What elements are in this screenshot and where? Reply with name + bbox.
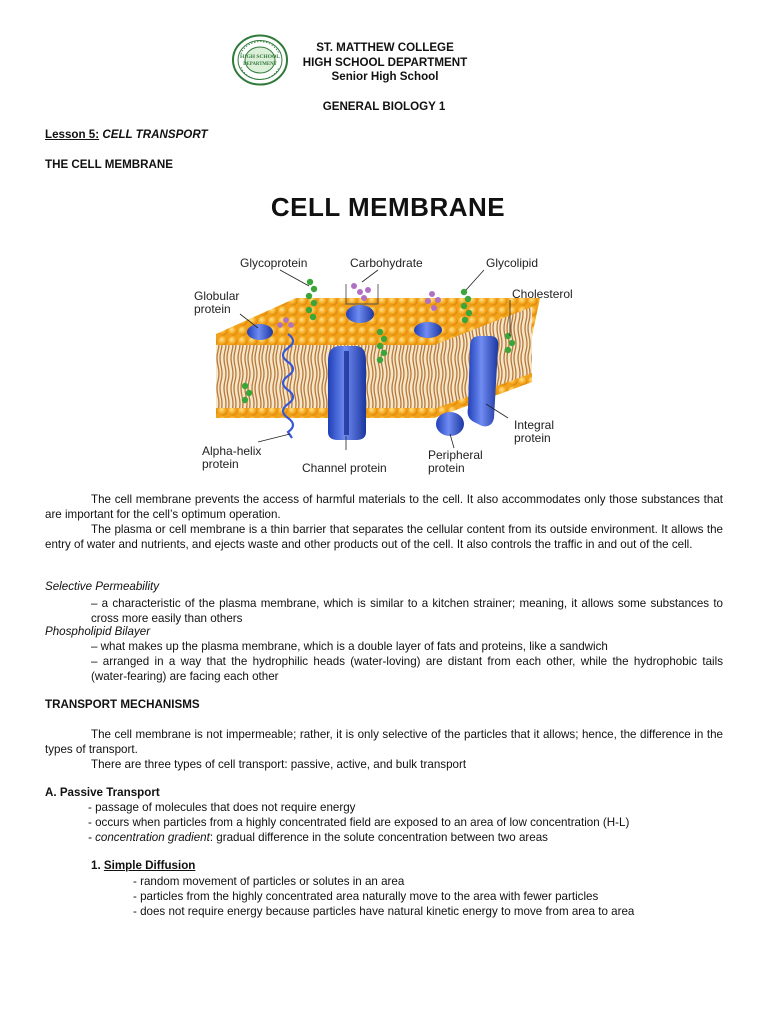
passive-transport-heading: A. Passive Transport xyxy=(45,786,160,799)
label-peripheral-protein: Peripheral protein xyxy=(428,448,483,475)
school-header: ST. MATTHEW COLLEGE HIGH SCHOOL DEPARTME… xyxy=(300,41,470,85)
school-seal: HIGH SCHOOL DEPARTMENT xyxy=(231,34,289,86)
label-cholesterol: Cholesterol xyxy=(512,287,573,301)
diffusion-bullet-1: - random movement of particles or solute… xyxy=(133,875,405,888)
label-glycoprotein: Glycoprotein xyxy=(240,256,308,270)
section-title: THE CELL MEMBRANE xyxy=(45,158,173,171)
lesson-prefix: Lesson 5: xyxy=(45,128,100,141)
label-channel-protein: Channel protein xyxy=(302,461,387,475)
simple-diffusion-heading: 1. Simple Diffusion xyxy=(91,859,195,872)
paragraph-intro-2: The plasma or cell membrane is a thin ba… xyxy=(45,523,723,552)
passive-bullet-2: - occurs when particles from a highly co… xyxy=(88,816,630,829)
diffusion-bullet-3: - does not require energy because partic… xyxy=(133,905,635,918)
gradient-definition: : gradual difference in the solute conce… xyxy=(209,831,548,844)
label-alpha-helix-protein: Alpha-helix protein xyxy=(202,444,262,471)
label-carbohydrate: Carbohydrate xyxy=(350,256,423,270)
label-glycolipid: Glycolipid xyxy=(486,256,539,270)
cell-membrane-diagram: CELL MEMBRANE xyxy=(188,186,588,482)
figure-title: CELL MEMBRANE xyxy=(270,192,506,222)
passive-bullet-gradient: - concentration gradient: gradual differ… xyxy=(88,831,548,844)
paragraph-intro-1: The cell membrane prevents the access of… xyxy=(45,493,723,522)
definition-selective-permeability: – a characteristic of the plasma membran… xyxy=(91,597,723,626)
transport-paragraph-2: There are three types of cell transport:… xyxy=(91,758,467,771)
label-globular-protein: Globular protein xyxy=(194,289,240,316)
lesson-title: CELL TRANSPORT xyxy=(102,128,208,141)
term-phospholipid-bilayer: Phospholipid Bilayer xyxy=(45,625,151,638)
department-name: HIGH SCHOOL DEPARTMENT xyxy=(302,55,468,69)
svg-text:HIGH SCHOOL: HIGH SCHOOL xyxy=(240,54,280,60)
transport-heading: TRANSPORT MECHANISMS xyxy=(45,698,200,711)
svg-text:DEPARTMENT: DEPARTMENT xyxy=(243,62,277,67)
simple-diffusion-title: Simple Diffusion xyxy=(103,859,196,872)
membrane-illustration xyxy=(216,269,540,450)
division-name: Senior High School xyxy=(331,70,439,83)
diffusion-bullet-2: - particles from the highly concentrated… xyxy=(133,890,599,903)
definition-bilayer-2: – arranged in a way that the hydrophilic… xyxy=(91,655,723,684)
definition-bilayer-1: – what makes up the plasma membrane, whi… xyxy=(91,640,608,653)
label-integral-protein: Integral protein xyxy=(514,418,555,445)
school-name: ST. MATTHEW COLLEGE xyxy=(316,41,454,54)
subject-title: GENERAL BIOLOGY 1 xyxy=(322,100,446,113)
gradient-term: - concentration gradient xyxy=(88,831,210,844)
passive-bullet-1: - passage of molecules that does not req… xyxy=(88,801,356,814)
simple-diffusion-number: 1. xyxy=(91,859,101,872)
term-selective-permeability: Selective Permeability xyxy=(45,580,160,593)
transport-paragraph-1: The cell membrane is not impermeable; ra… xyxy=(45,728,723,757)
lesson-heading: Lesson 5: CELL TRANSPORT xyxy=(45,128,208,141)
